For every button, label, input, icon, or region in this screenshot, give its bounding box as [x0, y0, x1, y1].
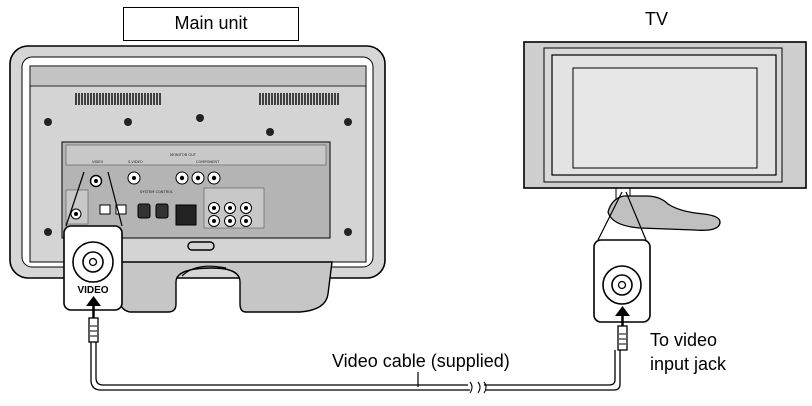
- s-video-label: S-VIDEO: [128, 160, 143, 164]
- tv-jack-label-line2: input jack: [650, 354, 727, 374]
- tv-title: TV: [645, 9, 669, 29]
- tv-jack-label-line1: To video: [650, 330, 718, 350]
- video-jack-callout: [63, 171, 123, 311]
- video-label: VIDEO: [92, 160, 104, 164]
- vent-left: [74, 92, 164, 106]
- vent-right: [259, 93, 339, 105]
- main-unit: MONITOR OUT VIDEO S-VIDEO COMPONENT SYST…: [9, 45, 386, 313]
- tv-jack-label: To video input jack: [650, 328, 726, 376]
- component-jacks: [175, 171, 221, 185]
- tv-jack-callout: [593, 191, 651, 323]
- tv: [523, 41, 807, 231]
- component-label: COMPONENT: [196, 160, 220, 164]
- monitor-out-label: MONITOR OUT: [170, 153, 197, 157]
- main-unit-title: Main unit: [123, 7, 299, 41]
- audio-in-jacks: [203, 187, 265, 229]
- system-control-label: SYSTEM CONTROL: [140, 190, 173, 194]
- cable-label: Video cable (supplied): [332, 351, 510, 371]
- video-terminal-label: VIDEO: [77, 285, 109, 296]
- screws: [44, 114, 352, 236]
- video-cable: [86, 296, 630, 394]
